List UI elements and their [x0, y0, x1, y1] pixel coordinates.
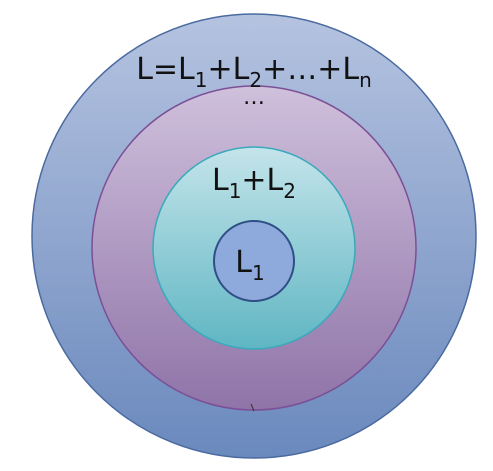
core-circle-l1 [214, 221, 294, 301]
core-circle-border [213, 220, 295, 302]
tick-mark [250, 403, 255, 412]
ellipsis-label: … [243, 85, 265, 110]
middle-label: L1+L2 [212, 163, 296, 203]
